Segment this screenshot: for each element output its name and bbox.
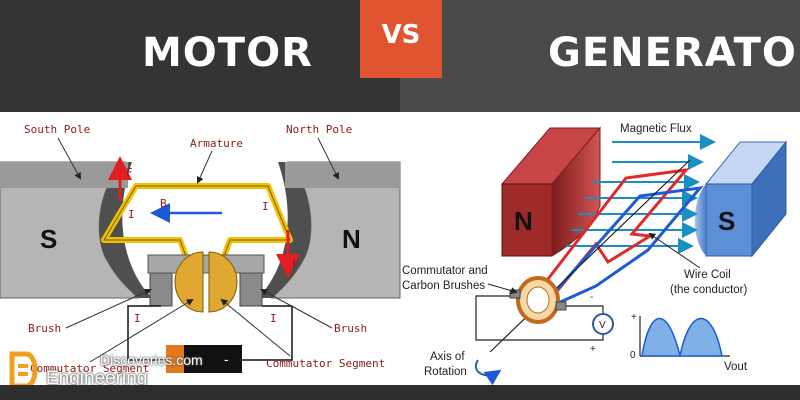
wire-coil-label-1: Wire Coil (684, 269, 731, 281)
s-pole-letter: S (718, 206, 735, 236)
n-magnet-front (501, 183, 553, 257)
battery-minus: - (224, 351, 229, 367)
voltmeter-plus: + (590, 344, 596, 355)
south-pole-face (99, 162, 152, 298)
commutator-left-label: Commutator Segment (30, 362, 149, 375)
current-letter-1: I (128, 208, 135, 221)
motor-header (0, 0, 400, 112)
wire-coil-label-2: (the conductor) (670, 284, 748, 296)
s-magnet-face (751, 140, 787, 258)
south-pole-label: South Pole (24, 123, 90, 136)
commutator-right-pointer (220, 298, 291, 357)
engineering-discoveries-logo (9, 351, 38, 389)
south-magnet-top (0, 162, 128, 188)
north-pole-label: North Pole (286, 123, 352, 136)
wire-coil-blue (546, 186, 704, 306)
current-letter-3: I (134, 312, 141, 325)
brush-right-pointer (260, 289, 333, 329)
motor-diagram: S N B F F I I (0, 123, 401, 375)
generator-title: GENERATOR (548, 30, 800, 76)
vs-label: VS (381, 20, 421, 50)
voltmeter (592, 313, 614, 335)
voltmeter-minus: - (590, 292, 593, 303)
current-letter-2: I (262, 200, 269, 213)
force-letter-left: F (126, 166, 133, 179)
waveform-plus: + (631, 312, 637, 323)
voltmeter-letter: V (599, 320, 606, 331)
commutator-right-label: Commutator Segment (266, 357, 385, 370)
n-pole-letter: N (514, 206, 533, 236)
circuit-wire (127, 305, 293, 361)
magnetic-flux-label: Magnetic Flux (620, 123, 692, 135)
axis-label-1: Axis of (430, 351, 465, 363)
armature-label: Armature (190, 137, 243, 150)
s-magnet-inner (694, 184, 706, 256)
wire-coil-pointer (648, 232, 701, 269)
commutator-right (208, 251, 238, 313)
vout-label: Vout (724, 361, 748, 373)
current-letter-4: I (270, 312, 277, 325)
waveform (641, 317, 723, 357)
south-pole-letter: S (40, 224, 57, 254)
vs-badge: VS (360, 0, 442, 78)
field-letter: B (160, 197, 167, 210)
armature-pointer (196, 150, 213, 184)
brush-right-label: Brush (334, 322, 367, 335)
brush-left-label: Brush (28, 322, 61, 335)
rotation-axis (489, 159, 691, 353)
commutator-left-pointer (89, 298, 194, 363)
axis-label-2: Rotation (424, 366, 467, 378)
footer-bar (0, 385, 800, 400)
generator-header (400, 0, 800, 112)
commutator-label-1: Commutator and (402, 265, 488, 277)
generator-diagram: N S (402, 123, 788, 386)
wire-coil-red (536, 168, 690, 303)
motor-title: MOTOR (142, 30, 313, 76)
rotation-arrow (475, 359, 502, 386)
battery-body (175, 345, 242, 373)
north-pole-pointer (317, 137, 339, 180)
commutator-ring-inner (526, 286, 550, 314)
carbon-brush-bottom (555, 301, 567, 311)
armature-loop (101, 183, 293, 265)
south-pole-pointer (57, 137, 81, 180)
waveform-zero: 0 (630, 350, 636, 361)
output-circuit (475, 295, 604, 341)
north-pole-letter: N (342, 224, 361, 254)
battery-terminal (166, 345, 184, 373)
north-magnet-top (285, 162, 400, 188)
watermark-line-2: Engineering (46, 368, 148, 389)
watermark-line-1: Discoveries.com (100, 352, 203, 368)
brush-left-pointer (65, 288, 152, 329)
commutator-label-2: Carbon Brushes (402, 280, 485, 292)
brush-block (147, 254, 265, 274)
commutator-left (174, 251, 204, 313)
commutator-pointer (487, 283, 518, 294)
force-letter-right: F (292, 258, 299, 271)
